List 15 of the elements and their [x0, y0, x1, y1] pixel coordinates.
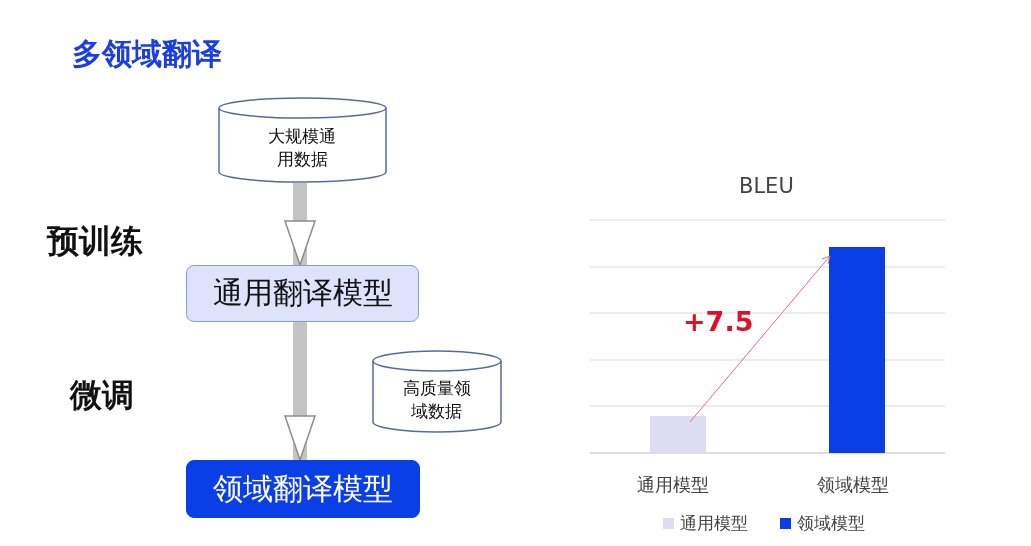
legend-label: 通用模型 — [680, 512, 748, 535]
database-cylinder: 大规模通用数据 — [218, 97, 387, 183]
title: 多领域翻译 — [72, 35, 222, 73]
database-cylinder: 高质量领域数据 — [372, 350, 502, 433]
block-arrow — [284, 183, 316, 266]
stage-label: 预训练 — [47, 221, 143, 262]
block-arrow — [284, 322, 316, 461]
stage-label: 微调 — [70, 375, 134, 416]
annotation-text: +7.5 — [683, 306, 754, 337]
model-box: 通用翻译模型 — [186, 265, 419, 322]
legend-label: 领域模型 — [797, 512, 865, 535]
category-label: 通用模型 — [637, 473, 709, 497]
category-label: 领域模型 — [817, 473, 889, 497]
model-box: 领域翻译模型 — [186, 460, 420, 518]
chart-title: BLEU — [739, 174, 794, 198]
